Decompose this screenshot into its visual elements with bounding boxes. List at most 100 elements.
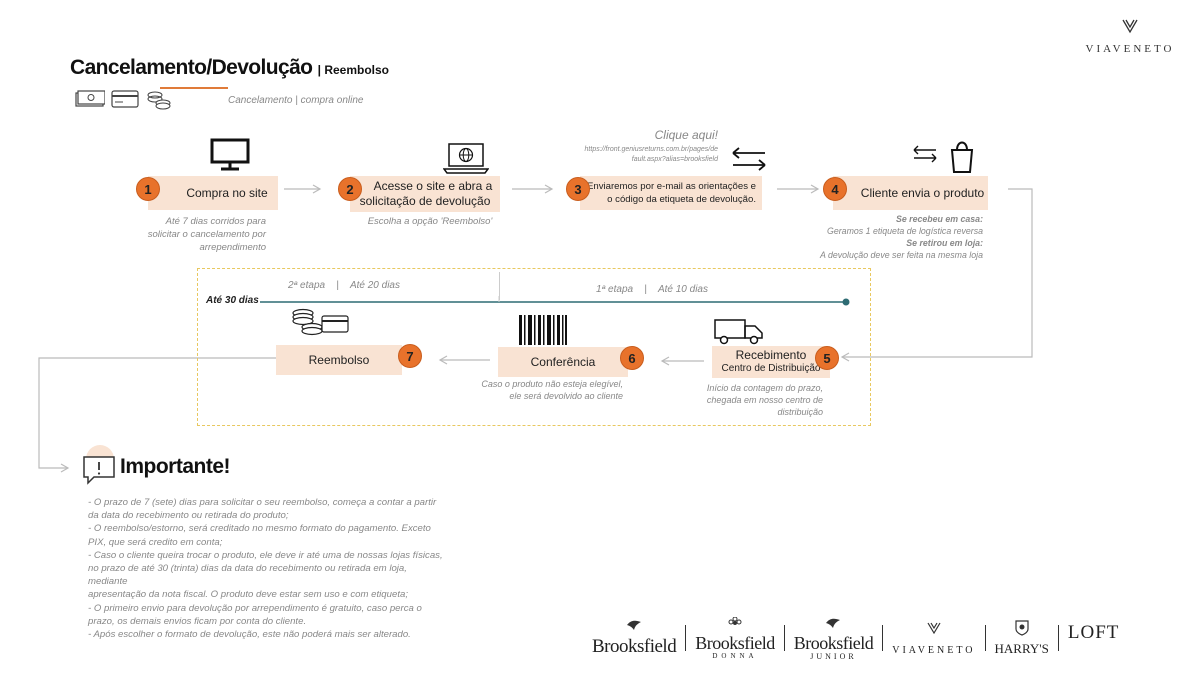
coins-card-icon bbox=[292, 308, 349, 336]
step-6-note-line: ele será devolvido ao cliente bbox=[509, 391, 623, 401]
return-portal-url-line2[interactable]: fault.aspx?alias=brooksfield bbox=[631, 156, 718, 163]
step-6-box: Conferência bbox=[498, 347, 628, 377]
step-5-note-line: Início da contagem do prazo, bbox=[706, 383, 823, 393]
return-process-container bbox=[197, 268, 871, 426]
step-1-note-line: solicitar o cancelamento por bbox=[147, 229, 266, 240]
bird-icon bbox=[627, 620, 642, 630]
stage-1-time: Até 10 dias bbox=[657, 284, 708, 295]
step-4-note: Se recebeu em casa: Geramos 1 etiqueta d… bbox=[780, 213, 983, 261]
step-3-label-line2: o código da etiqueta de devolução. bbox=[607, 194, 756, 205]
stage-1-name: 1ª etapa bbox=[596, 284, 634, 295]
step-6-note-line: Caso o produto não esteja elegível, bbox=[481, 379, 623, 389]
stage-2-name: 2ª etapa bbox=[288, 280, 326, 291]
important-line: da data do recebimento ou retirada do pr… bbox=[88, 510, 289, 522]
crest-icon bbox=[1015, 619, 1029, 636]
important-line: - O primeiro envio para devolução por ar… bbox=[88, 602, 422, 614]
viaveneto-emblem-icon bbox=[927, 622, 941, 634]
step-1-box: Compra no site bbox=[148, 176, 278, 210]
step-5-note: Início da contagem do prazo, chegada em … bbox=[690, 382, 823, 418]
step-1-label: Compra no site bbox=[186, 186, 268, 200]
bird-icon bbox=[826, 618, 841, 628]
title-underline bbox=[160, 87, 228, 89]
brand-name: Brooksfield bbox=[793, 632, 874, 653]
barcode-icon bbox=[519, 315, 567, 345]
step-1-note: Até 7 dias corridos para solicitar o can… bbox=[120, 215, 266, 254]
bag-exchange-icon bbox=[913, 141, 974, 173]
timeline-total: Até 30 dias bbox=[206, 295, 259, 306]
step-5-box: Recebimento Centro de Distribuição bbox=[712, 346, 830, 378]
exchange-arrows-icon bbox=[732, 147, 766, 171]
step-4-note-home-text: Geramos 1 etiqueta de logística reversa bbox=[827, 226, 983, 236]
step-7-label: Reembolso bbox=[308, 353, 370, 367]
step-2-label-line1: Acesse o site e abra a bbox=[373, 179, 493, 193]
step-5-label-line2: Centro de Distribuição bbox=[721, 363, 821, 374]
brand-brooksfield: Brooksfield bbox=[592, 618, 677, 658]
step-3-number: 3 bbox=[566, 177, 590, 201]
viaveneto-logo-text: VIAVENETO bbox=[1085, 43, 1175, 55]
important-title: Importante! bbox=[120, 455, 231, 478]
step-7-box: Reembolso bbox=[276, 345, 402, 375]
coins-icon bbox=[147, 91, 171, 110]
brand-separator bbox=[882, 625, 884, 651]
step-2-box: Acesse o site e abra a solicitação de de… bbox=[350, 176, 500, 212]
step-3-label-line1: Enviaremos por e-mail as orientações e bbox=[586, 181, 756, 192]
stage-2-separator: | bbox=[336, 280, 339, 291]
flower-icon bbox=[728, 616, 742, 625]
payment-icons bbox=[75, 88, 172, 110]
step-2-note: Escolha a opção 'Reembolso' bbox=[367, 216, 493, 227]
step-6-note: Caso o produto não esteja elegível, ele … bbox=[470, 378, 623, 402]
important-line: apresentação da nota fiscal. O produto d… bbox=[88, 589, 408, 601]
page-title: Cancelamento/Devolução | Reembolso bbox=[70, 56, 390, 79]
brand-name: Brooksfield bbox=[592, 636, 677, 657]
timeline-line bbox=[260, 296, 850, 306]
important-line: - Caso o cliente queira trocar o produto… bbox=[88, 549, 443, 561]
brand-separator bbox=[984, 625, 986, 651]
brand-brooksfield-donna: Brooksfield DONNA bbox=[695, 616, 775, 660]
step-7-number: 7 bbox=[398, 344, 422, 368]
step-5-label-line1: Recebimento bbox=[735, 348, 807, 362]
step-2-number: 2 bbox=[338, 177, 362, 201]
step-4-box: Cliente envia o produto bbox=[833, 176, 988, 210]
step-1-number: 1 bbox=[136, 177, 160, 201]
step-6-label: Conferência bbox=[530, 355, 596, 369]
brand-brooksfield-junior: Brooksfield JUNIOR bbox=[794, 616, 874, 661]
step-1-note-line: Até 7 dias corridos para bbox=[165, 216, 266, 227]
brand-logos: Brooksfield Brooksfield DONNA Brooksfiel… bbox=[592, 612, 1182, 664]
brand-separator bbox=[783, 625, 785, 651]
important-line: no prazo de até 30 (trinta) dias da data… bbox=[88, 563, 407, 588]
step-5-number: 5 bbox=[815, 346, 839, 370]
important-line: - O prazo de 7 (sete) dias para solicita… bbox=[88, 497, 437, 508]
viaveneto-logo: VIAVENETO bbox=[1080, 18, 1180, 55]
step-4-label: Cliente envia o produto bbox=[860, 186, 985, 200]
alert-message-icon bbox=[83, 456, 115, 485]
stage-2-label: 2ª etapa | Até 20 dias bbox=[288, 279, 400, 292]
brand-harrys: HARRY'S bbox=[994, 619, 1049, 657]
stage-1-label: 1ª etapa | Até 10 dias bbox=[596, 283, 708, 296]
card-icon bbox=[111, 90, 140, 108]
page-title-suffix: | Reembolso bbox=[317, 63, 390, 77]
timeline-divider bbox=[499, 272, 500, 300]
truck-icon bbox=[714, 319, 763, 345]
step-2-label-line2: solicitação de devolução bbox=[359, 194, 491, 208]
stage-1-separator: | bbox=[644, 284, 647, 295]
important-line: - Após escolher o formato de devolução, … bbox=[88, 629, 411, 641]
step-5-note-line: chegada em nosso centro de bbox=[706, 395, 823, 405]
brand-viaveneto: VIAVENETO bbox=[892, 621, 975, 656]
return-portal-url-line1[interactable]: https://front.geniusreturns.com.br/pages… bbox=[584, 146, 718, 153]
step-5-note-line: distribuição bbox=[777, 407, 823, 417]
brand-name: Brooksfield bbox=[695, 633, 775, 653]
brand-name: VIAVENETO bbox=[892, 644, 976, 656]
step-3-box: Enviaremos por e-mail as orientações e o… bbox=[580, 176, 762, 210]
important-line: prazo, os demais envios ficam por conta … bbox=[88, 615, 307, 627]
brand-sub: JUNIOR bbox=[810, 651, 857, 661]
brand-name: LOFT bbox=[1067, 622, 1120, 643]
brand-sub: DONNA bbox=[712, 652, 758, 660]
return-portal-link-label[interactable]: Clique aqui! bbox=[654, 128, 718, 142]
step-4-note-store-text: A devolução deve ser feita na mesma loja bbox=[820, 250, 983, 260]
brand-separator bbox=[1057, 625, 1059, 651]
important-line: - O reembolso/estorno, será creditado no… bbox=[88, 523, 431, 535]
brand-name: HARRY'S bbox=[994, 640, 1049, 656]
step-6-number: 6 bbox=[620, 346, 644, 370]
step-4-note-home-title: Se recebeu em casa: bbox=[895, 214, 983, 224]
